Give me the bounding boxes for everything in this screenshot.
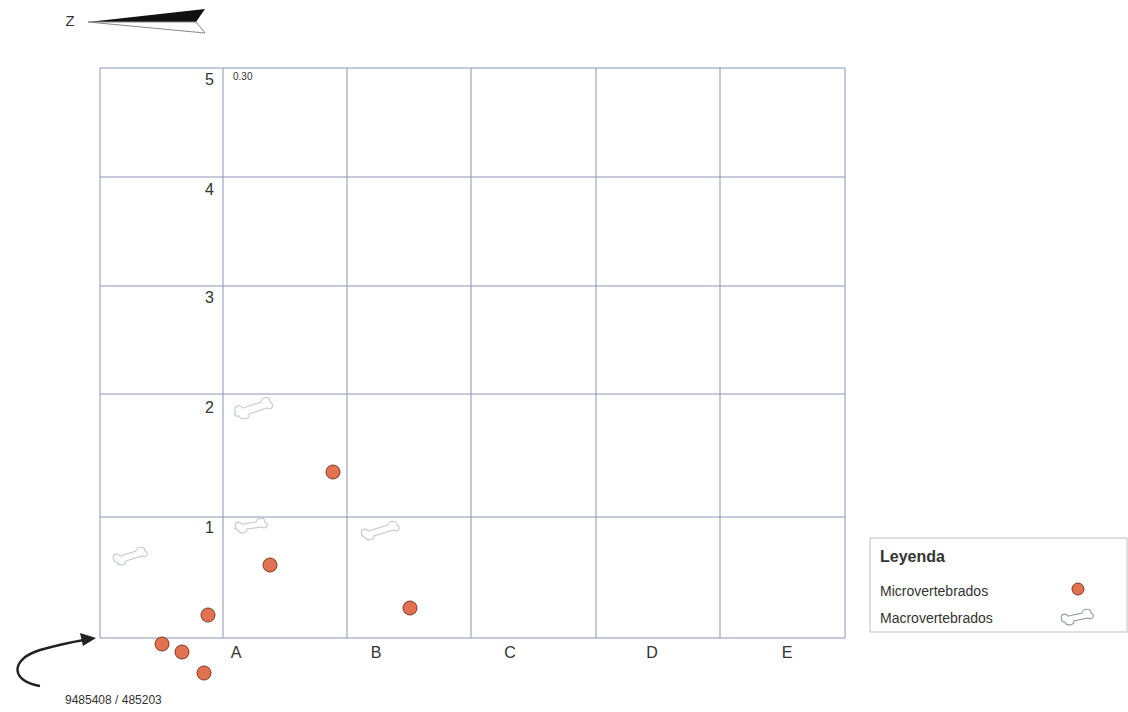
grid-line xyxy=(100,638,845,639)
grid-line xyxy=(100,177,845,178)
microvertebrate-dot xyxy=(155,637,169,651)
bone-symbol xyxy=(234,398,272,419)
grid-line xyxy=(720,68,721,638)
grid-line xyxy=(223,68,224,638)
grid xyxy=(100,68,845,638)
row-number: 2 xyxy=(205,400,214,416)
macrovertebrate-bones xyxy=(113,398,399,565)
column-letter: D xyxy=(646,645,658,661)
bone-symbol xyxy=(113,547,147,565)
grid-line xyxy=(100,394,845,395)
grid-line xyxy=(845,68,846,638)
datum-coordinates: 9485408 / 485203 xyxy=(65,694,162,706)
row-number: 5 xyxy=(205,72,214,88)
row-number: 1 xyxy=(205,520,214,536)
microvertebrate-dot xyxy=(201,608,215,622)
microvertebrate-dot xyxy=(175,645,189,659)
bone-symbol xyxy=(361,521,399,540)
grid-line xyxy=(347,68,348,638)
datum-leader xyxy=(17,640,84,686)
legend-entry: Macrovertebrados xyxy=(880,611,993,625)
grid-line xyxy=(471,68,472,638)
north-label: Z xyxy=(65,13,74,28)
north-arrow-tail xyxy=(88,22,205,33)
north-arrow xyxy=(88,9,205,33)
column-letter: B xyxy=(371,645,382,661)
row-number: 3 xyxy=(205,290,214,306)
microvertebrate-dots xyxy=(155,465,417,680)
microvertebrate-dot xyxy=(326,465,340,479)
bone-symbol xyxy=(235,518,268,533)
depth-value: 0.30 xyxy=(233,72,252,82)
column-letter: A xyxy=(231,645,242,661)
microvertebrate-dot xyxy=(403,601,417,615)
grid-line xyxy=(596,68,597,638)
grid-line xyxy=(100,286,845,287)
datum-arrow xyxy=(17,633,96,686)
grid-line xyxy=(100,517,845,518)
datum-arrowhead xyxy=(80,633,96,646)
column-letter: C xyxy=(504,645,516,661)
legend-box xyxy=(870,538,1127,632)
north-arrow-head xyxy=(88,9,205,22)
row-number: 4 xyxy=(205,182,214,198)
grid-line xyxy=(100,68,845,69)
legend-swatch xyxy=(1072,583,1084,595)
grid-line xyxy=(100,68,101,638)
microvertebrate-dot xyxy=(197,666,211,680)
legend-title: Leyenda xyxy=(880,549,945,565)
column-letter: E xyxy=(782,645,793,661)
legend-entry: Microvertebrados xyxy=(880,584,988,598)
legend-bone-sample xyxy=(1061,609,1093,625)
microvertebrate-dot xyxy=(263,558,277,572)
